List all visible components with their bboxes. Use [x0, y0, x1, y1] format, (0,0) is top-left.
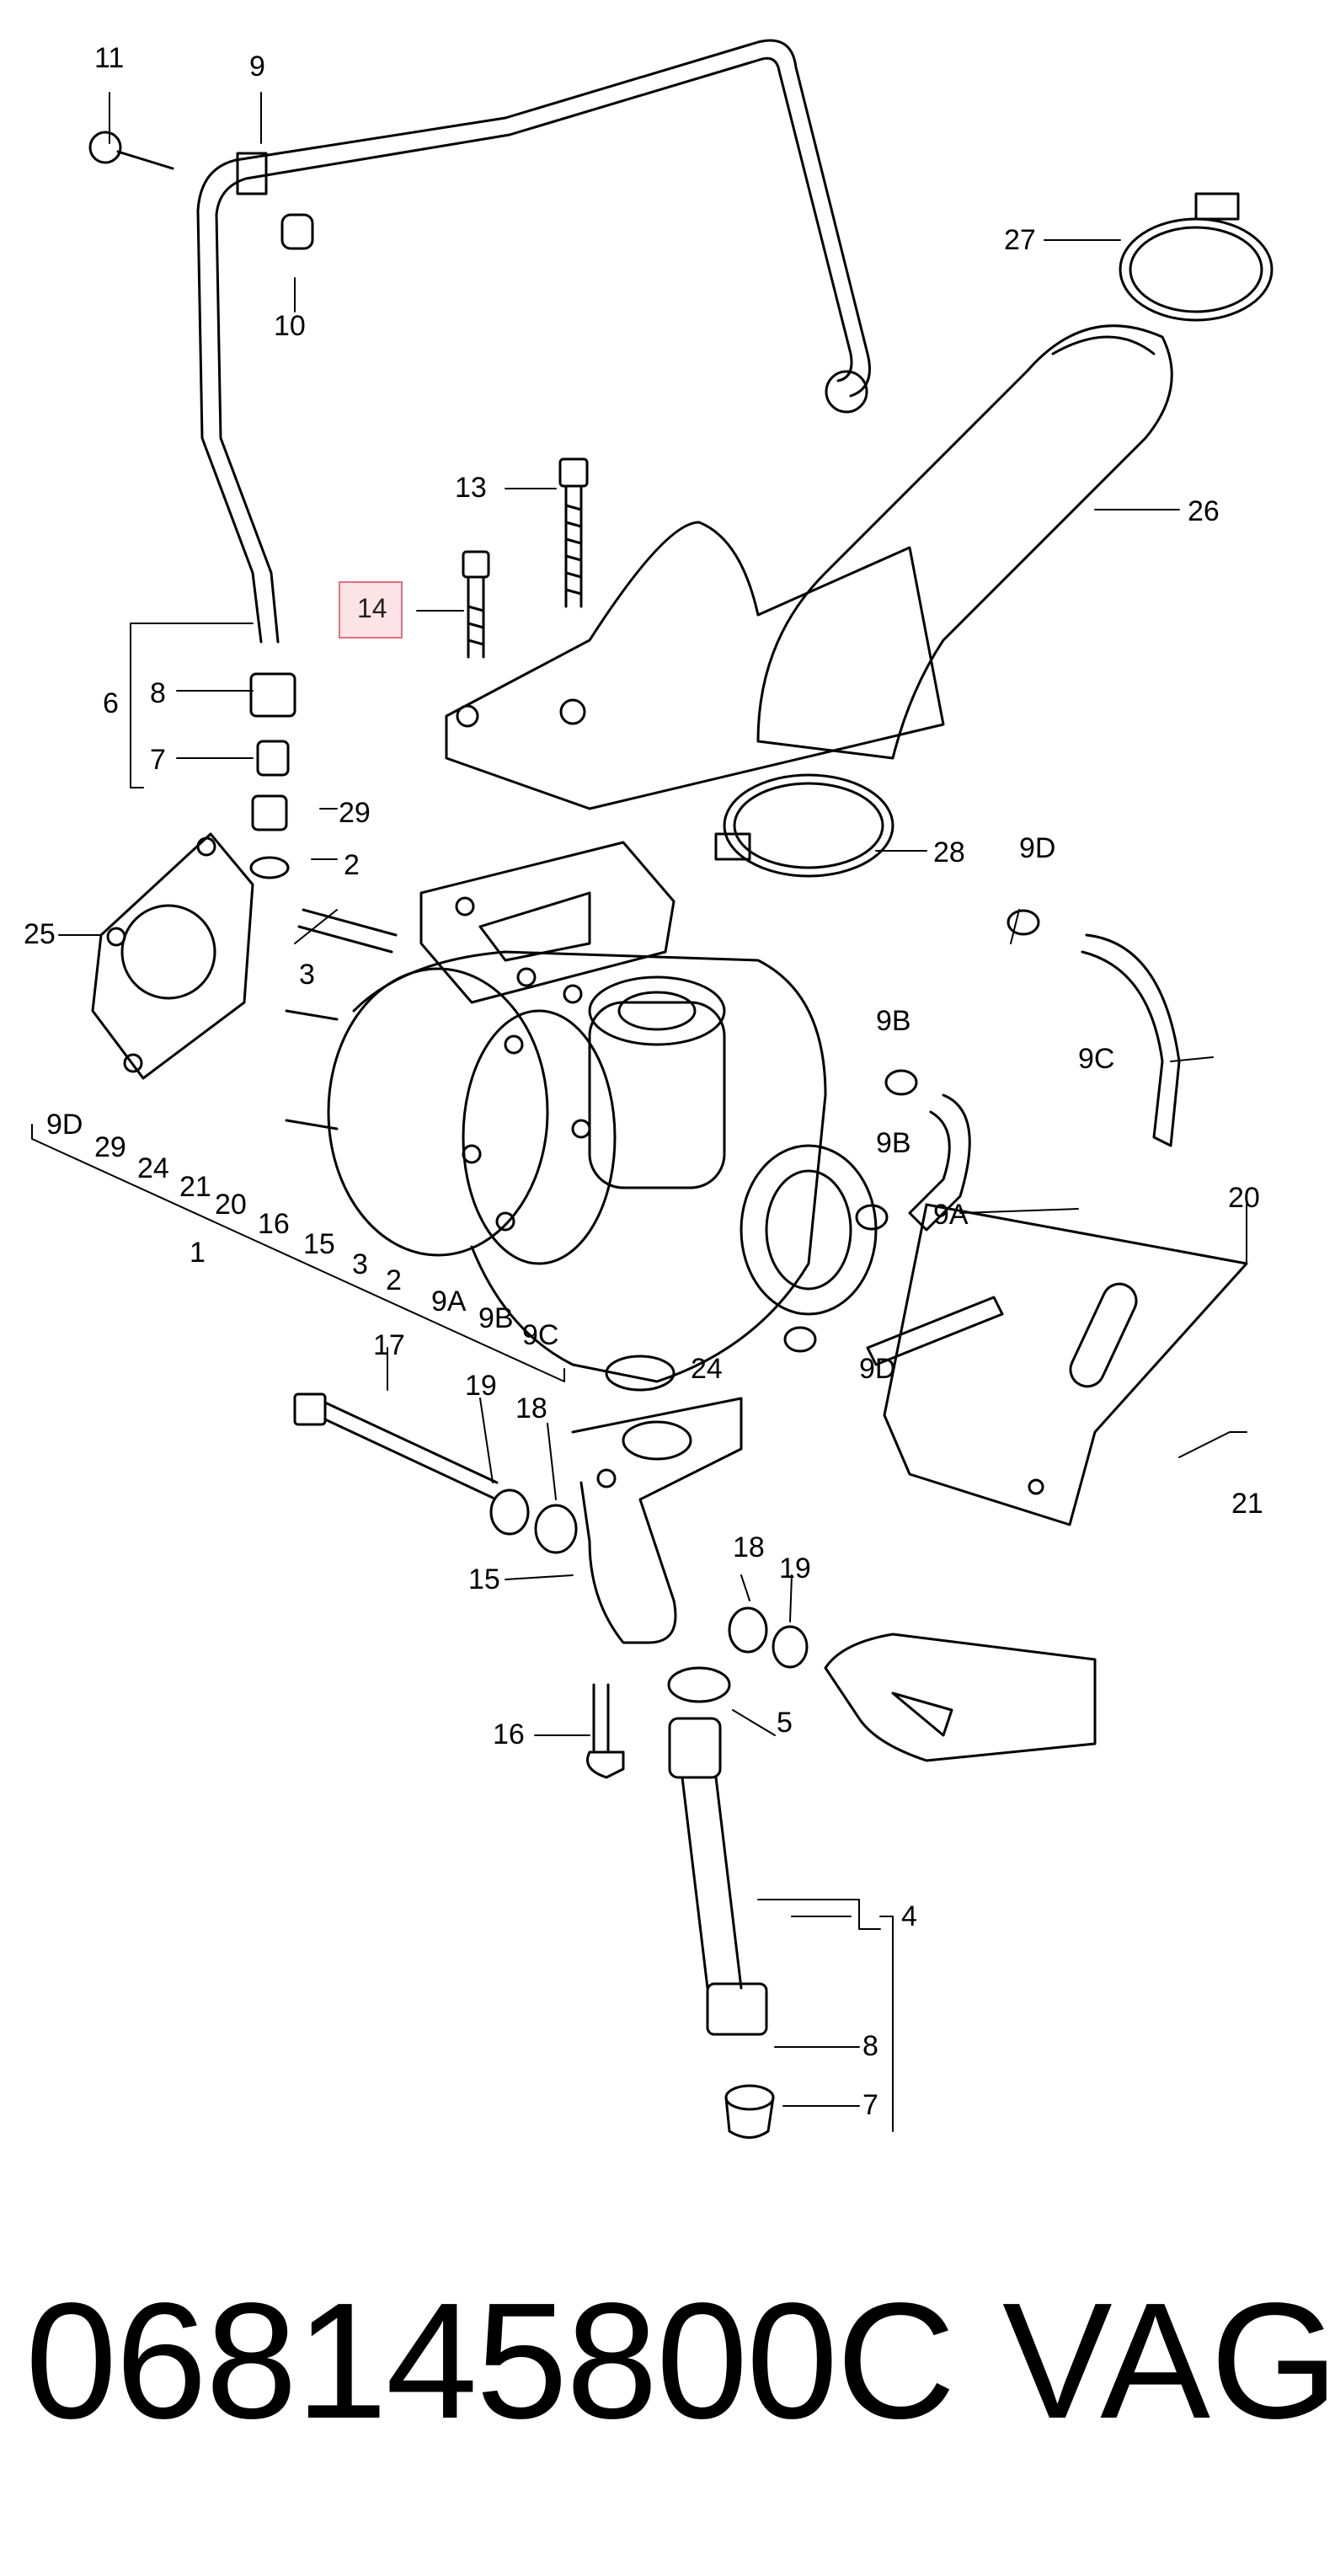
banjo-fittings	[249, 672, 296, 879]
bolt-17	[293, 1392, 809, 1703]
callout: 9D	[1019, 832, 1056, 864]
callout: 29	[339, 797, 371, 829]
stud-3	[297, 908, 398, 954]
callout: 11	[94, 42, 125, 74]
callout: 29	[94, 1131, 126, 1163]
callout: 20	[1228, 1182, 1260, 1214]
hose-clamp-28	[714, 773, 894, 878]
turbocharger-body	[285, 950, 878, 1383]
callout: 5	[777, 1707, 793, 1739]
part-footer: 068145800C VAG	[25, 2266, 1335, 2453]
callout: 3	[352, 1248, 368, 1280]
callout: 21	[1231, 1488, 1263, 1520]
callout: 8	[150, 677, 166, 709]
turbocharger-exploded-diagram: 14 11 9 10 27 26 13 6 8 7 29 2 25 3 28 9…	[24, 39, 1274, 2139]
callout: 7	[862, 2089, 878, 2121]
callout: 9C	[1078, 1043, 1115, 1075]
manifold-bolts	[462, 457, 589, 659]
callout: 9B	[876, 1005, 911, 1037]
leader-lines	[31, 92, 1247, 2132]
callout: 21	[179, 1171, 211, 1203]
callout: 18	[515, 1392, 547, 1424]
hose-clamp-27	[1119, 192, 1274, 322]
callout: 4	[901, 1900, 917, 1932]
callout: 1	[190, 1237, 206, 1269]
highlighted-callout-box	[339, 581, 403, 639]
callout: 25	[24, 918, 56, 950]
bolt-16	[586, 1683, 625, 1779]
callout: 19	[465, 1370, 497, 1402]
callout: 3	[299, 959, 315, 991]
heat-shield-20	[883, 1203, 1248, 1526]
callout: 26	[1188, 495, 1220, 527]
callout: 9A	[431, 1285, 467, 1317]
part-number: 068145800C	[25, 2269, 956, 2453]
highlighted-callout: 14	[357, 593, 387, 623]
callout: 15	[468, 1563, 500, 1595]
diagram-drawing	[31, 39, 1274, 2139]
exhaust-manifold	[419, 521, 945, 1004]
callout: 16	[493, 1718, 525, 1750]
callout: 9D	[46, 1109, 83, 1141]
gasket-24	[605, 1355, 676, 1392]
callout: 2	[386, 1264, 402, 1296]
callout: 15	[303, 1228, 335, 1260]
callout: 27	[1004, 224, 1036, 256]
engine-block-segment	[824, 1633, 1097, 1762]
callout: 8	[862, 2030, 878, 2062]
callout: 9C	[522, 1319, 559, 1351]
callout: 9B	[876, 1127, 911, 1159]
intake-hose-26	[756, 324, 1173, 760]
callout: 18	[733, 1531, 765, 1563]
gasket-25	[91, 832, 254, 1080]
oil-return-pipe	[571, 1397, 743, 1644]
callout: 9D	[859, 1353, 896, 1385]
oil-feed-pipe	[88, 39, 871, 644]
callout: 9A	[933, 1199, 969, 1231]
drain-hose-4	[668, 1717, 775, 2139]
callout: 9B	[478, 1302, 514, 1334]
callout: 7	[150, 744, 166, 776]
callout: 10	[274, 310, 306, 342]
callout: 2	[344, 849, 360, 881]
callout: 17	[373, 1329, 405, 1361]
callout: 6	[103, 687, 119, 719]
coolant-hoses	[783, 909, 1181, 1366]
callout: 24	[691, 1353, 723, 1385]
callout: 16	[258, 1208, 290, 1240]
callout: 24	[137, 1152, 169, 1184]
callout: 13	[455, 472, 487, 504]
callout: 19	[779, 1553, 811, 1585]
callout: 28	[933, 836, 965, 868]
callout: 20	[215, 1189, 247, 1221]
callout: 9	[249, 51, 265, 83]
brand-name: VAG	[1002, 2269, 1335, 2453]
